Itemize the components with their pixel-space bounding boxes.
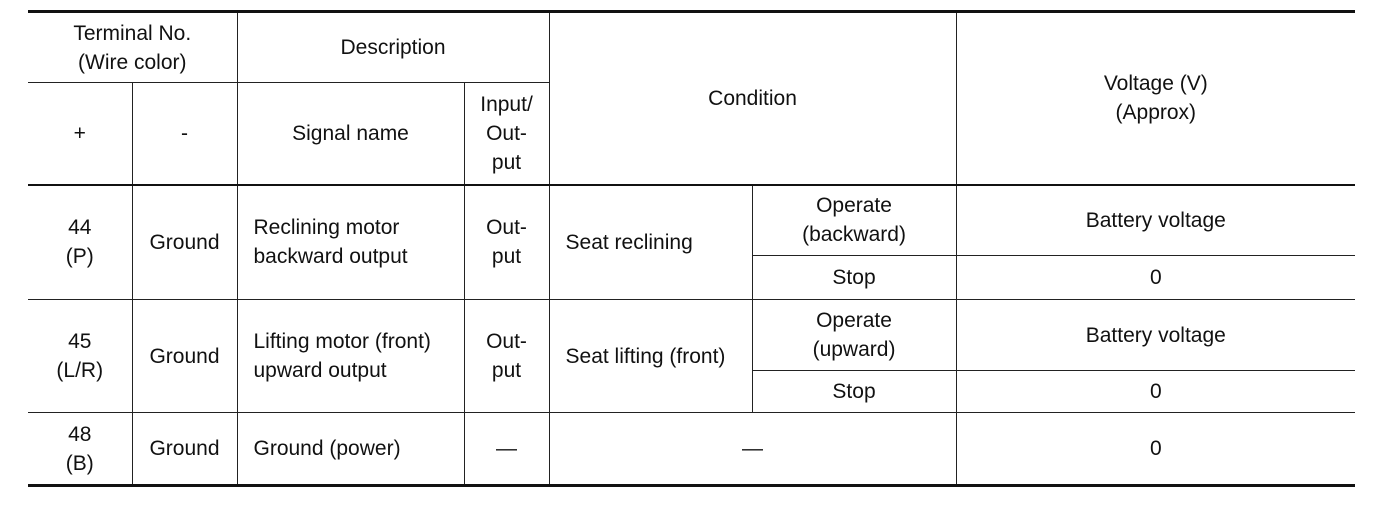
io-cell: Out- put [463,299,550,413]
signal-name-cell: Lifting motor (front) upward output [236,299,465,413]
condition-cell: Seat reclining [548,184,753,300]
header-terminal-no: Terminal No. (Wire color) [28,10,238,83]
terminal-cell: 44 (P) [28,184,133,300]
condition-cell: Seat lifting (front) [548,299,753,413]
ground-cell: Ground [131,184,238,300]
state-cell: Operate (upward) [751,299,957,371]
io-cell: Out- put [463,184,550,300]
header-row-1: Terminal No. (Wire color) Description Co… [28,10,1356,186]
state-cell: Stop [752,370,957,413]
header-condition: Condition [548,10,957,186]
terminal-cell: 45 (L/R) [28,299,133,413]
ground-cell: Ground [131,412,238,487]
terminal-spec-table: Terminal No. (Wire color) Description Co… [28,10,1356,487]
header-input-output: Input/ Out- put [463,82,550,186]
voltage-cell: Battery voltage [955,299,1356,371]
state-cell: Operate (backward) [751,184,957,256]
table-row: Stop 0 [28,370,1356,413]
voltage-cell: 0 [955,412,1356,487]
voltage-cell: 0 [955,370,1356,413]
header-description: Description [236,10,550,83]
header-minus: - [131,82,238,186]
condition-cell: — [548,412,957,487]
header-voltage: Voltage (V) (Approx) [955,10,1356,186]
header-plus: + [28,82,133,186]
signal-name-cell: Reclining motor backward output [236,184,465,300]
header-signal-name: Signal name [236,82,465,186]
signal-name-cell: Ground (power) [236,412,465,487]
io-cell: — [463,412,550,487]
header-row-2: + - Signal name Input/ Out- put [28,82,1355,186]
table-row: 48 (B) Ground Ground (power) — — 0 [28,412,1356,487]
terminal-cell: 48 (B) [28,412,133,487]
voltage-cell: 0 [955,255,1356,300]
voltage-cell: Battery voltage [955,184,1356,256]
table-row: 44 (P) Ground Reclining motor backward o… [28,184,1356,300]
state-cell: Stop [752,255,957,300]
table-row: 45 (L/R) Ground Lifting motor (front) up… [28,299,1356,413]
ground-cell: Ground [131,299,238,413]
